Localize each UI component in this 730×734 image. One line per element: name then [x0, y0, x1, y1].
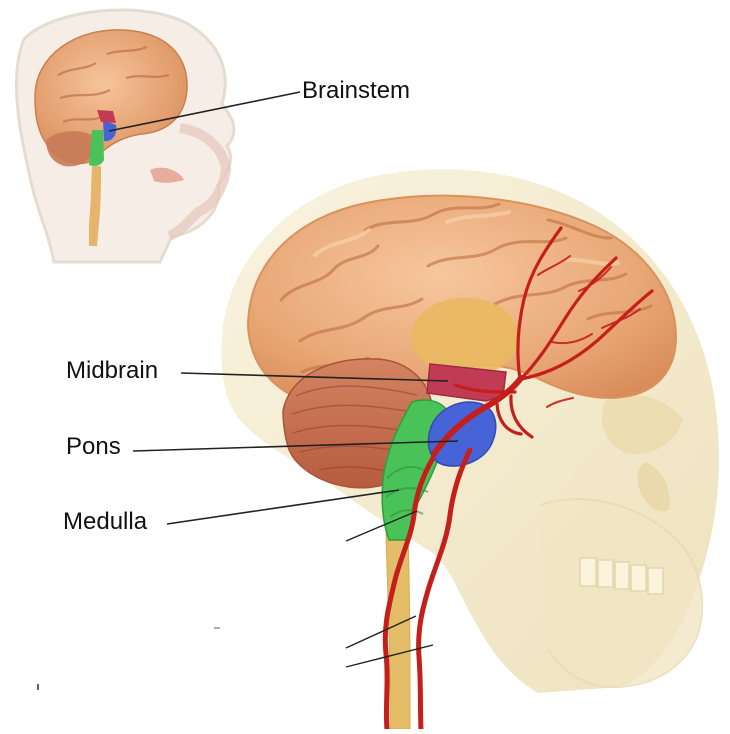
small-medulla [89, 130, 104, 166]
small-brain-folds [57, 45, 170, 124]
nasal-cavity [637, 462, 670, 512]
neck-leader-line-1 [345, 510, 418, 542]
leader-lines [37, 91, 459, 690]
thalamus [410, 297, 519, 375]
medulla-label: Medulla [63, 508, 148, 535]
neck-leader-line-3 [345, 644, 434, 668]
small-midbrain [97, 110, 116, 123]
pons-leader-line [132, 440, 459, 452]
medulla-leader-line [166, 489, 400, 525]
brain-highlights [313, 210, 620, 266]
medulla-shading [385, 465, 429, 518]
pons-label: Pons [66, 433, 121, 460]
large-head-illustration [221, 169, 719, 733]
small-head-illustration [15, 8, 236, 264]
skull-jaw [539, 498, 704, 689]
small-airway [150, 167, 184, 183]
brainstem-leader-line [108, 91, 301, 132]
midbrain-leader-line [180, 372, 449, 382]
cerebellum-folia [291, 385, 425, 475]
brain-gyri [279, 202, 653, 374]
cerebral-arteries [453, 226, 654, 439]
small-spinal-cord [89, 166, 101, 246]
vertebral-artery-right [416, 447, 473, 733]
small-cerebellum [46, 131, 99, 167]
basilar-artery [431, 375, 524, 457]
eye-socket [601, 395, 683, 455]
carotid-artery-left [382, 455, 436, 733]
artery-branches [537, 255, 641, 408]
brainstem-label: Brainstem [302, 77, 411, 104]
midbrain-label: Midbrain [66, 357, 159, 384]
small-face-profile [167, 123, 232, 241]
neck-leader-line-2 [345, 615, 417, 649]
teeth [579, 557, 664, 595]
